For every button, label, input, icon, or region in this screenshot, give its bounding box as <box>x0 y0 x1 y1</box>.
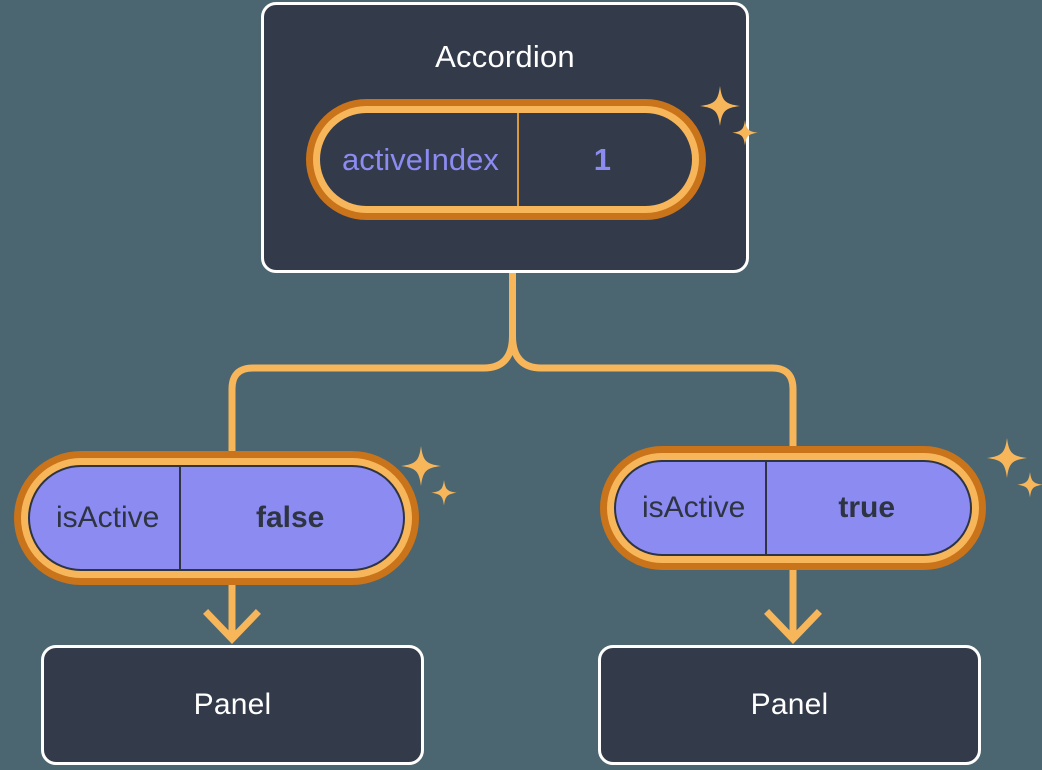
component-node-panel-left[interactable]: Panel <box>41 645 424 765</box>
connector-branch-right <box>509 335 797 452</box>
component-node-panel-right[interactable]: Panel <box>598 645 981 765</box>
component-title: Panel <box>750 688 829 721</box>
prop-key-label: isActive <box>616 462 768 554</box>
state-pill-active-index[interactable]: activeIndex 1 <box>306 99 706 220</box>
pill-ring-inner: isActive false <box>21 458 412 578</box>
component-title: Accordion <box>435 39 575 74</box>
sparkle-icon-right-pill <box>987 438 1042 498</box>
prop-pill-is-active-false[interactable]: isActive false <box>14 451 419 585</box>
arrow-down-icon-right <box>764 568 822 645</box>
arrow-down-icon-left <box>203 583 261 645</box>
prop-key-label: isActive <box>30 467 182 569</box>
prop-value-label: false <box>255 501 325 534</box>
pill-body: isActive false <box>28 465 405 571</box>
prop-pill-is-active-true[interactable]: isActive true <box>600 446 986 570</box>
pill-body: isActive true <box>614 460 972 556</box>
prop-value-label: true <box>838 491 896 524</box>
state-key-label: activeIndex <box>320 113 519 206</box>
pill-ring-inner: activeIndex 1 <box>313 106 699 213</box>
connector-branch-left <box>228 335 516 455</box>
state-value-label: 1 <box>593 141 612 177</box>
component-title: Panel <box>193 688 272 721</box>
pill-body: activeIndex 1 <box>320 113 692 206</box>
pill-ring-inner: isActive true <box>607 453 979 563</box>
